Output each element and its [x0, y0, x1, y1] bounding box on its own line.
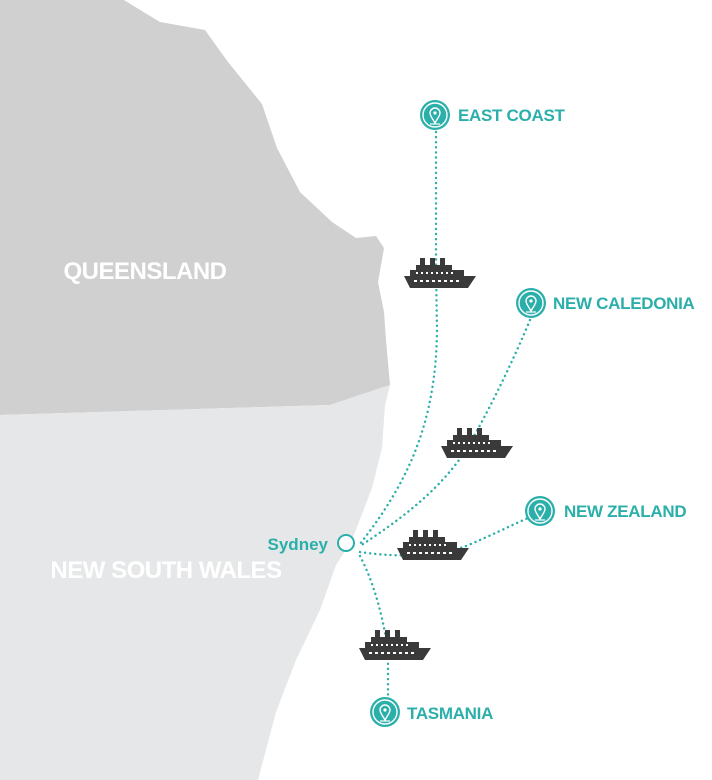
map-pin-icon[interactable] [524, 495, 556, 527]
queensland-region [0, 0, 390, 415]
route-east-coast [358, 130, 439, 546]
map-pin-icon[interactable] [515, 287, 547, 319]
map-pin-icon[interactable] [369, 696, 401, 728]
new-south-wales-region [0, 385, 390, 780]
cruise-ship-icon [404, 258, 476, 288]
destination-new-caledonia-label[interactable]: NEW CALEDONIA [553, 294, 695, 313]
route-tasmania [358, 554, 390, 700]
cruise-ship-icon [359, 630, 431, 660]
new-south-wales-label: NEW SOUTH WALES [50, 557, 282, 584]
circle-marker-icon[interactable] [337, 534, 355, 552]
route-new-zealand [358, 516, 530, 557]
queensland-label: QUEENSLAND [63, 258, 226, 285]
map-pin-icon[interactable] [419, 99, 451, 131]
sydney-label: Sydney [268, 535, 329, 554]
destination-east-coast-label[interactable]: EAST COAST [458, 106, 566, 125]
cruise-ship-icon [441, 428, 513, 458]
cruise-ship-icon [397, 530, 469, 560]
destination-new-zealand-label[interactable]: NEW ZEALAND [564, 502, 687, 521]
route-new-caledonia [358, 318, 532, 548]
destination-tasmania-label[interactable]: TASMANIA [407, 704, 493, 723]
